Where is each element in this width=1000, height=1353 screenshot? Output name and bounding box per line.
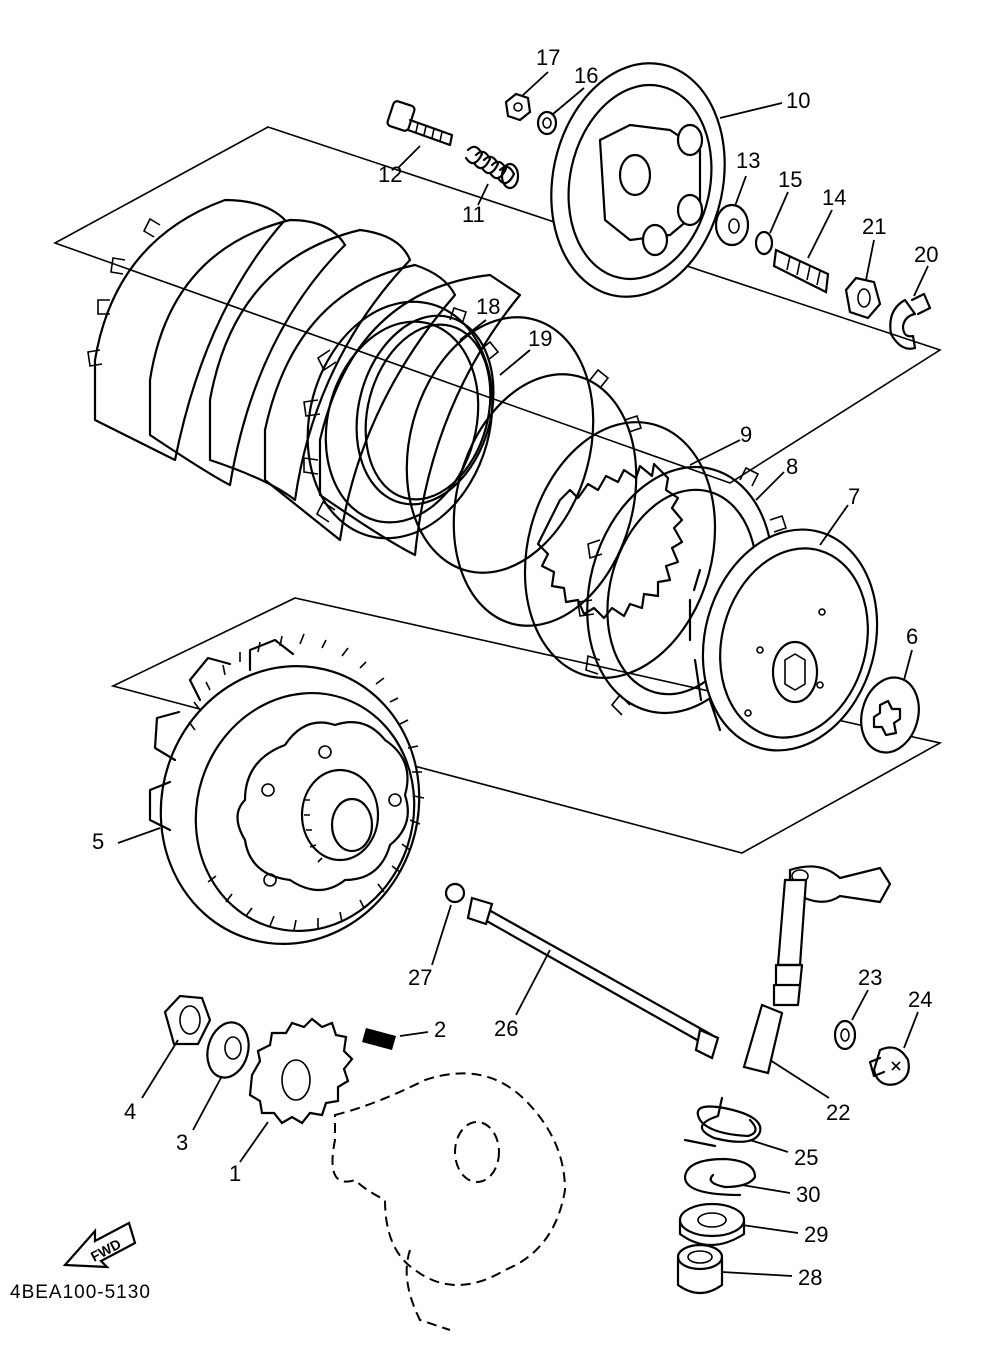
callout-5: 5	[92, 829, 104, 854]
forward-arrow-icon: FWD	[62, 1221, 137, 1269]
crankshaft-outline	[331, 1072, 567, 1331]
callout-21: 21	[862, 214, 886, 239]
part-10-pressure-plate	[550, 62, 726, 298]
clutch-housing-frame	[110, 597, 943, 854]
callout-28: 28	[798, 1265, 822, 1290]
clutch-plates-frame	[53, 126, 942, 484]
drawing-code: 4BEA100-5130	[10, 1282, 151, 1303]
part-15-ring	[754, 230, 774, 256]
part-2-key	[362, 1028, 396, 1050]
part-30-circlip	[683, 1157, 757, 1197]
callout-3: 3	[176, 1130, 188, 1155]
part-9-clutch-plate	[523, 421, 717, 679]
callout-12: 12	[378, 162, 402, 187]
part-29-oil-seal	[678, 1202, 746, 1246]
part-4-nut	[163, 994, 212, 1046]
part-26-push-rod	[466, 896, 720, 1060]
clutch-plain-plate	[405, 316, 595, 574]
callout-13: 13	[736, 148, 760, 173]
callout-25: 25	[794, 1145, 818, 1170]
part-21-nut	[844, 276, 882, 320]
part-25-torsion-spring	[683, 1096, 762, 1148]
part-12-bolt	[386, 100, 454, 147]
callout-16: 16	[574, 63, 598, 88]
callout-19: 19	[528, 326, 552, 351]
callout-7: 7	[848, 484, 860, 509]
callout-24: 24	[908, 987, 932, 1012]
callout-18: 18	[476, 294, 500, 319]
clutch-plates-stack	[87, 198, 522, 557]
part-22-push-lever-shaft	[742, 865, 892, 1075]
part-11-spring	[464, 145, 520, 190]
part-6-lock-washer	[860, 676, 920, 754]
callout-2: 2	[434, 1017, 446, 1042]
callout-22: 22	[826, 1100, 850, 1125]
part-3-lock-washer	[206, 1021, 250, 1079]
part-27-ball	[444, 882, 466, 904]
callout-29: 29	[804, 1222, 828, 1247]
part-19-cushion-ring	[355, 314, 495, 506]
callout-1: 1	[229, 1161, 241, 1186]
part-28-bearing	[676, 1243, 724, 1295]
callout-10: 10	[786, 88, 810, 113]
part-17-nut	[504, 92, 532, 122]
callout-27: 27	[408, 965, 432, 990]
part-5-clutch-housing	[148, 633, 425, 945]
callout-23: 23	[858, 965, 882, 990]
part-24-screw	[868, 1046, 910, 1086]
part-7-clutch-boss	[688, 528, 879, 752]
part-16-washer	[536, 110, 558, 136]
callout-14: 14	[822, 185, 846, 210]
callout-8: 8	[786, 454, 798, 479]
callout-17: 17	[536, 45, 560, 70]
callout-11: 11	[462, 202, 485, 227]
part-20-lock-washer	[889, 292, 932, 350]
part-1-primary-drive-gear	[248, 1017, 354, 1125]
callout-26: 26	[494, 1016, 518, 1041]
part-13-washer	[714, 203, 750, 247]
part-23-washer	[833, 1019, 857, 1051]
callout-6: 6	[906, 624, 918, 649]
callout-30: 30	[796, 1182, 820, 1207]
callout-9: 9	[740, 422, 752, 447]
callout-15: 15	[778, 167, 802, 192]
callout-4: 4	[124, 1099, 136, 1124]
leader-lines	[117, 71, 929, 1277]
part-14-pushrod	[772, 248, 830, 294]
callout-20: 20	[914, 242, 938, 267]
